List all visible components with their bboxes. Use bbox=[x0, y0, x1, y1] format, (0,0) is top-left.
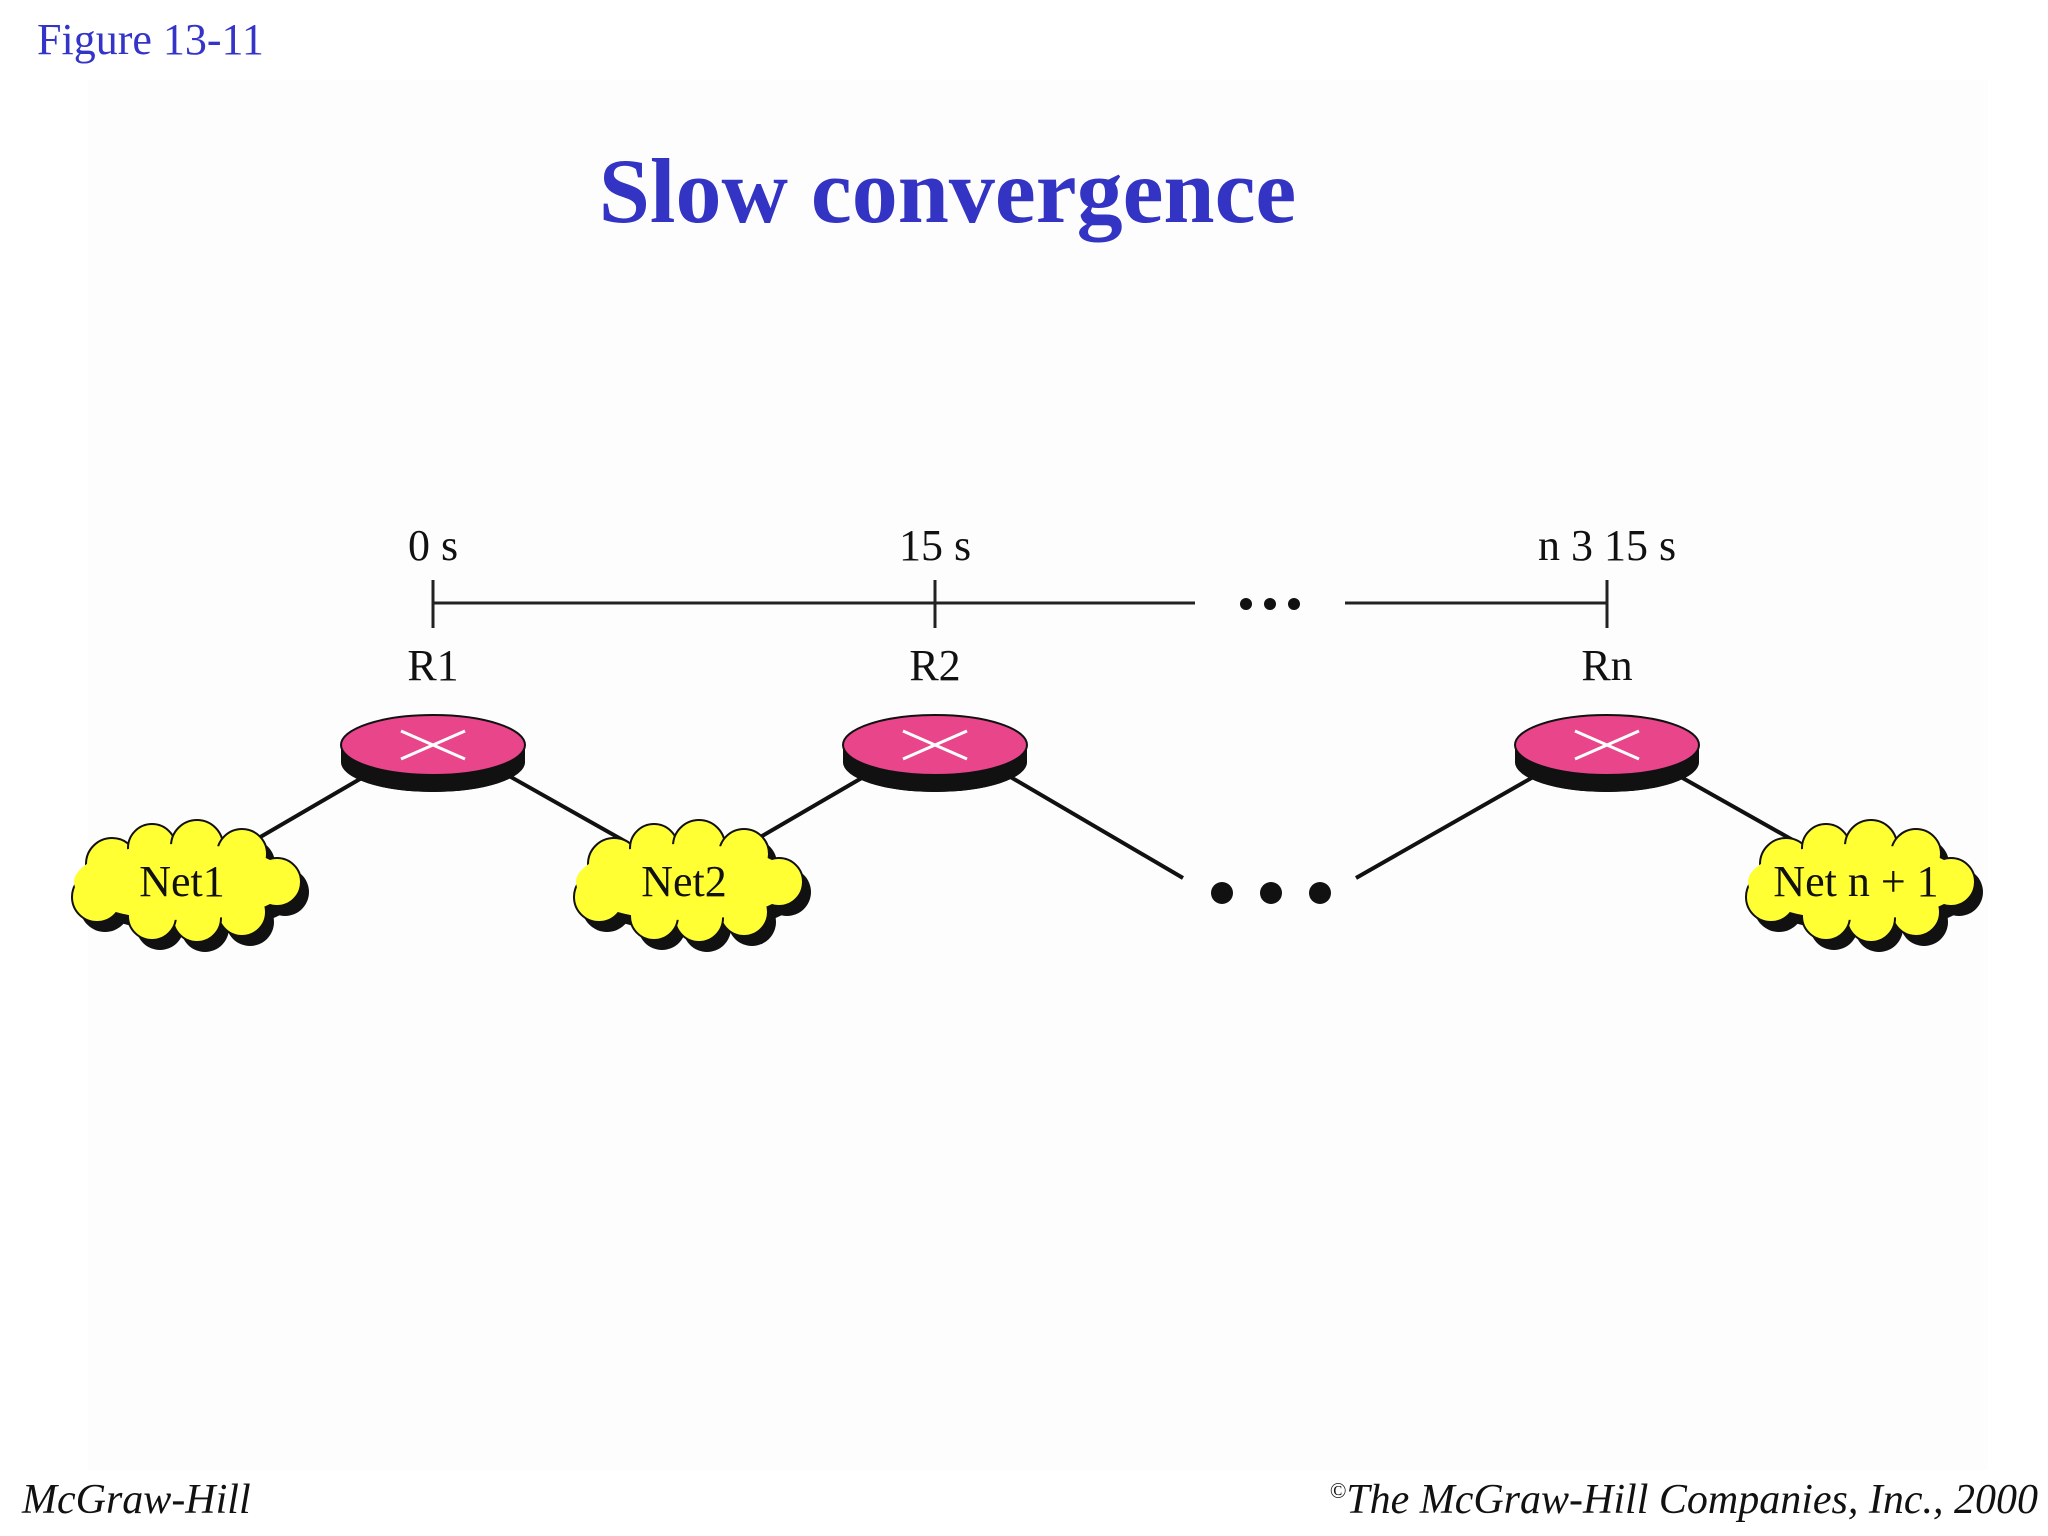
network-label-net2: Net2 bbox=[641, 857, 727, 906]
footer-publisher: McGraw-Hill bbox=[22, 1477, 251, 1523]
copyright-mark: © bbox=[1329, 1478, 1347, 1503]
router-r1 bbox=[340, 714, 526, 792]
timeline-ellipsis bbox=[1240, 598, 1300, 610]
router-r2 bbox=[842, 714, 1028, 792]
network-label-net-n-plus-1: Net n + 1 bbox=[1773, 857, 1938, 906]
cloud-net2 bbox=[573, 819, 811, 952]
figure-label: Figure 13-11 bbox=[37, 15, 264, 64]
router-label-rn: Rn bbox=[1581, 641, 1632, 690]
slide-title: Slow convergence bbox=[598, 140, 1297, 242]
router-label-r1: R1 bbox=[407, 641, 458, 690]
timeline: 0 s 15 s n 3 15 s bbox=[408, 521, 1676, 628]
cloud-net-n-plus-1 bbox=[1745, 819, 1983, 952]
tick-label-1: 15 s bbox=[899, 521, 971, 570]
links bbox=[248, 770, 1799, 880]
network-label-net1: Net1 bbox=[139, 857, 225, 906]
cloud-net1 bbox=[71, 819, 309, 952]
footer-copyright-text: The McGraw-Hill Companies, Inc., 2000 bbox=[1346, 1477, 2038, 1523]
network-ellipsis bbox=[1211, 882, 1331, 904]
tick-label-2: n 3 15 s bbox=[1538, 521, 1676, 570]
router-rn bbox=[1514, 714, 1700, 792]
router-label-r2: R2 bbox=[909, 641, 960, 690]
footer-copyright: ©The McGraw-Hill Companies, Inc., 2000 bbox=[1330, 1476, 2039, 1524]
tick-label-0: 0 s bbox=[408, 521, 458, 570]
